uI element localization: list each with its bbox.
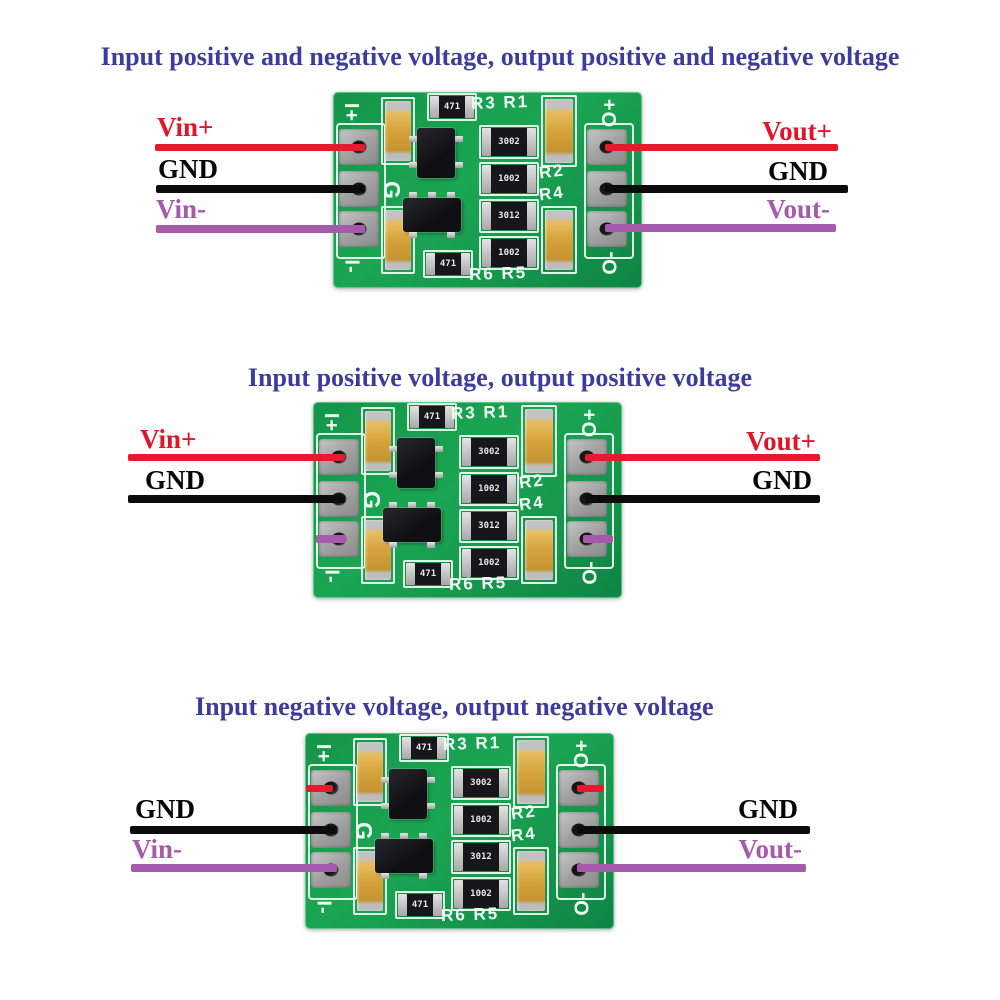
silkscreen-label-r4: R4	[537, 182, 566, 205]
pin-label-out-plus: O+	[571, 738, 594, 768]
diagram-title: Input positive and negative voltage, out…	[100, 42, 900, 71]
capacitor	[541, 95, 577, 167]
ic-chip	[375, 833, 433, 879]
ic-chip	[383, 502, 441, 548]
diagram-title: Input negative voltage, output negative …	[195, 692, 714, 721]
wire-label-gnd-right: GND	[768, 156, 828, 186]
silkscreen-label-r3r1: R3 R1	[450, 401, 510, 424]
wire-vin-minus	[156, 225, 365, 233]
capacitor	[381, 206, 415, 274]
wire-label-gnd-left: GND	[145, 465, 205, 495]
pcb-board: I+ I- G O+ O- 471 471 3002 1002 3012 100…	[333, 92, 642, 288]
smd-resistor: 1002	[459, 472, 519, 506]
ic-chip	[389, 438, 443, 488]
wire-stub-in-plus	[306, 785, 333, 792]
pin-label-gnd: G	[350, 821, 377, 841]
pin-label-out-minus: O-	[571, 890, 594, 916]
diagram-title: Input positive voltage, output positive …	[247, 363, 753, 392]
capacitor	[513, 847, 549, 915]
wire-vin-plus	[155, 144, 365, 151]
pin-label-gnd: G	[378, 180, 405, 200]
silkscreen-label-r2: R2	[537, 160, 566, 183]
ic-chip	[403, 192, 461, 238]
pin-label-out-plus: O+	[599, 97, 622, 127]
wire-label-vin-plus: Vin+	[140, 424, 197, 454]
pin-label-out-plus: O+	[579, 407, 602, 437]
capacitor	[361, 407, 395, 475]
wire-label-gnd-left: GND	[135, 794, 195, 824]
capacitor	[521, 405, 557, 477]
capacitor	[513, 736, 549, 808]
wire-gnd-right	[605, 185, 848, 193]
wire-vin-plus	[128, 454, 345, 461]
wire-stub-out-plus	[577, 785, 604, 792]
pcb-board: I+ I- G O+ O- 471 471 3002 1002 3012 100…	[305, 733, 614, 929]
silkscreen-label-r6r5: R6 R5	[440, 903, 500, 926]
smd-resistor: 3002	[479, 125, 539, 159]
wire-gnd-right	[577, 826, 810, 834]
wire-stub-in-minus	[316, 535, 346, 543]
wire-label-gnd-right: GND	[738, 794, 798, 824]
pin-label-in-minus: I-	[312, 899, 335, 915]
wire-gnd-right	[585, 495, 820, 503]
pin-label-in-minus: I-	[320, 568, 343, 584]
wire-label-vin-minus: Vin-	[132, 834, 183, 864]
wire-vout-plus	[605, 144, 838, 151]
smd-resistor: 3012	[459, 509, 519, 543]
pin-label-out-minus: O-	[579, 559, 602, 585]
wire-label-vout-minus: Vout-	[766, 194, 830, 224]
smd-resistor: 3002	[451, 766, 511, 800]
resistor-471: 471	[407, 403, 457, 431]
silkscreen-label-r6r5: R6 R5	[448, 572, 508, 595]
wire-label-vout-plus: Vout+	[762, 116, 832, 146]
resistor-471: 471	[399, 734, 449, 762]
silkscreen-label-r2: R2	[517, 470, 546, 493]
silkscreen-label-r6r5: R6 R5	[468, 262, 528, 285]
capacitor	[381, 97, 415, 165]
resistor-471: 471	[427, 93, 477, 121]
wire-label-gnd-right: GND	[752, 465, 812, 495]
wire-vout-plus	[585, 454, 820, 461]
capacitor	[541, 206, 577, 274]
smd-resistor: 3012	[479, 199, 539, 233]
silkscreen-label-r3r1: R3 R1	[442, 732, 502, 755]
wire-label-vout-minus: Vout-	[738, 834, 802, 864]
wire-vout-minus	[605, 224, 836, 232]
wire-gnd-left	[130, 826, 337, 834]
pin-label-out-minus: O-	[599, 249, 622, 275]
wire-label-gnd-left: GND	[158, 154, 218, 184]
resistor-471: 471	[423, 250, 473, 278]
capacitor	[353, 738, 387, 806]
pin-label-in-plus: I+	[340, 102, 363, 122]
pin-label-in-plus: I+	[320, 412, 343, 432]
pin-label-in-plus: I+	[312, 743, 335, 763]
pin-label-gnd: G	[358, 490, 385, 510]
silkscreen-label-r3r1: R3 R1	[470, 91, 530, 114]
ic-chip	[409, 128, 463, 178]
smd-resistor: 3012	[451, 840, 511, 874]
silkscreen-label-r4: R4	[509, 823, 538, 846]
wire-label-vin-minus: Vin-	[156, 194, 207, 224]
wire-gnd-left	[156, 185, 365, 193]
pcb-board: I+ I- G O+ O- 471 471 3002 1002 3012 100…	[313, 402, 622, 598]
wire-vin-minus	[131, 864, 337, 872]
capacitor	[521, 516, 557, 584]
smd-resistor: 1002	[479, 162, 539, 196]
ic-chip	[381, 769, 435, 819]
pin-label-in-minus: I-	[340, 258, 363, 274]
wire-label-vout-plus: Vout+	[746, 426, 816, 456]
silkscreen-label-r4: R4	[517, 492, 546, 515]
resistor-471: 471	[395, 891, 445, 919]
smd-resistor: 1002	[451, 803, 511, 837]
wire-label-vin-plus: Vin+	[157, 112, 214, 142]
resistor-471: 471	[403, 560, 453, 588]
wire-stub-out-minus	[583, 535, 613, 543]
smd-resistor: 1002	[451, 877, 511, 911]
smd-resistor: 3002	[459, 435, 519, 469]
wire-vout-minus	[577, 864, 806, 872]
smd-resistor: 1002	[479, 236, 539, 270]
wire-gnd-left	[128, 495, 345, 503]
smd-resistor: 1002	[459, 546, 519, 580]
silkscreen-label-r2: R2	[509, 801, 538, 824]
